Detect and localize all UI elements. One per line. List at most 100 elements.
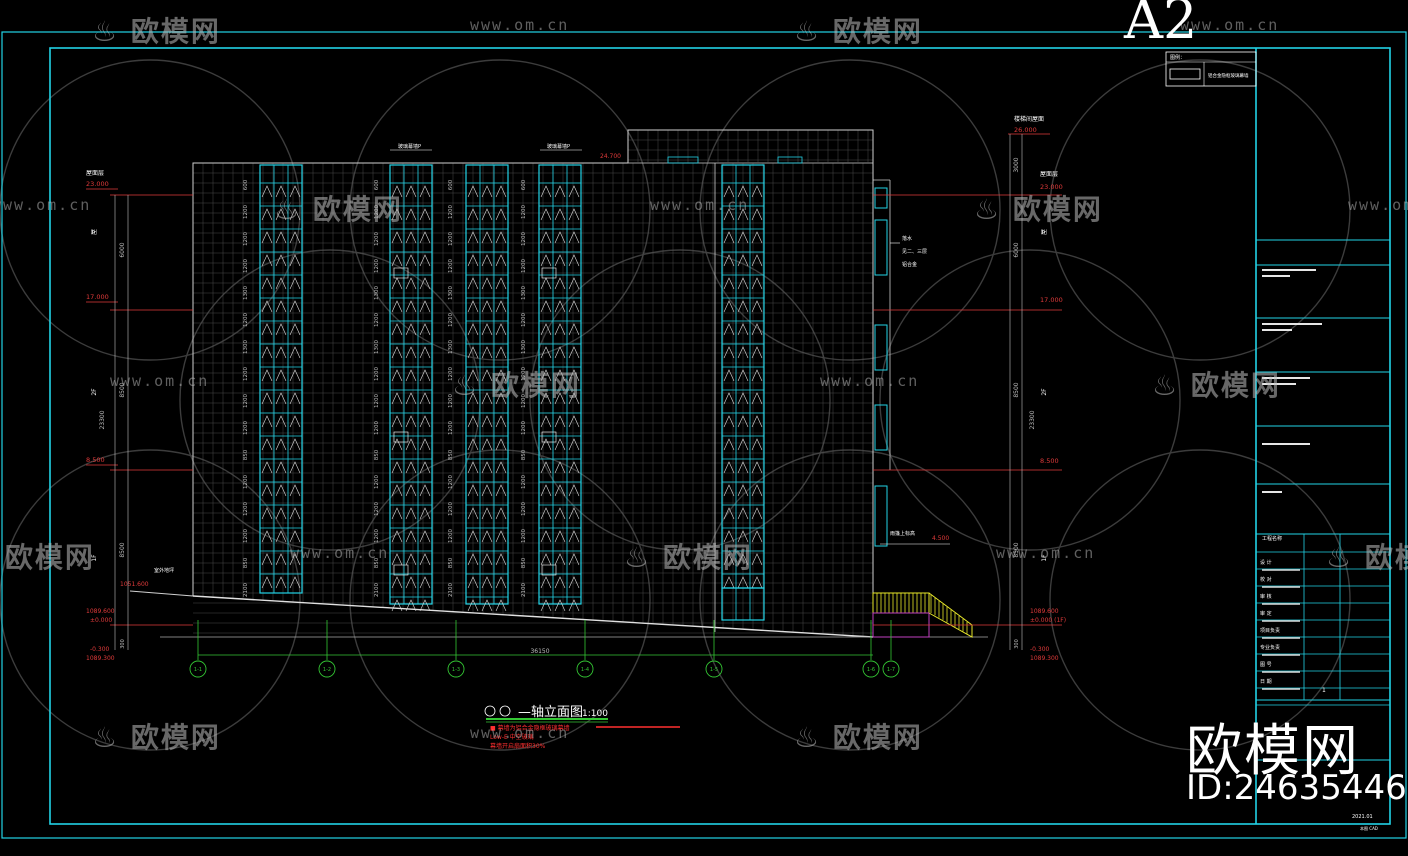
level-value-right: 17.000 bbox=[1040, 296, 1063, 304]
curtain-wall-panel bbox=[467, 254, 479, 267]
curtain-wall-panel bbox=[495, 530, 507, 543]
column-dim: 1200 bbox=[243, 367, 249, 381]
curtain-wall-panel bbox=[467, 208, 479, 221]
level-name-right: 屋面层 bbox=[1040, 171, 1058, 178]
curtain-wall-panel bbox=[289, 553, 301, 566]
curtain-wall-panel bbox=[289, 415, 301, 428]
watermark-circle bbox=[699, 449, 1001, 751]
column-dim: 1200 bbox=[374, 367, 380, 381]
curtain-wall-panel bbox=[261, 185, 273, 198]
curtain-wall-panel bbox=[391, 507, 403, 520]
watermark-circle bbox=[1049, 59, 1351, 361]
curtain-wall-panel bbox=[405, 530, 417, 543]
curtain-wall-panel bbox=[540, 392, 552, 405]
watermark-url: www.om.cn bbox=[650, 196, 750, 214]
curtain-wall-panel bbox=[737, 323, 749, 336]
curtain-wall-panel bbox=[405, 507, 417, 520]
column-dim: 600 bbox=[374, 179, 380, 190]
curtain-wall-panel bbox=[289, 530, 301, 543]
curtain-wall-panel bbox=[275, 553, 287, 566]
curtain-wall-panel bbox=[275, 277, 287, 290]
side-window bbox=[874, 404, 888, 451]
curtain-wall-panel bbox=[289, 507, 301, 520]
level-value-left: 1051.600 bbox=[120, 581, 149, 588]
curtain-wall-panel bbox=[751, 553, 763, 566]
column-dim: 1200 bbox=[521, 502, 527, 516]
column-dim: 1200 bbox=[521, 232, 527, 246]
column-dim: 1200 bbox=[243, 313, 249, 327]
curtain-wall-panel bbox=[568, 254, 580, 267]
curtain-wall-panel bbox=[481, 415, 493, 428]
drawing-title: —轴立面图 bbox=[518, 705, 583, 720]
legend-box bbox=[1165, 51, 1257, 87]
curtain-wall-panel bbox=[723, 254, 735, 267]
curtain-wall-panel bbox=[554, 254, 566, 267]
level-value-right: -0.300 bbox=[1030, 646, 1050, 653]
side-window bbox=[874, 187, 888, 209]
side-window bbox=[874, 485, 888, 547]
curtain-wall-panel bbox=[481, 254, 493, 267]
floor-dim-right: 6000 bbox=[1013, 242, 1020, 257]
curtain-wall-panel bbox=[540, 415, 552, 428]
title-block-row-label: 审 核 bbox=[1260, 593, 1272, 600]
curtain-wall-panel bbox=[723, 576, 735, 589]
curtain-wall-strip bbox=[259, 164, 303, 594]
curtain-wall-panel bbox=[751, 300, 763, 313]
curtain-wall-strip bbox=[389, 164, 433, 605]
curtain-wall-panel bbox=[419, 346, 431, 359]
curtain-wall-panel bbox=[540, 369, 552, 382]
curtain-wall-panel bbox=[568, 185, 580, 198]
axis-label: 1-5 bbox=[710, 667, 718, 673]
curtain-wall-panel bbox=[419, 507, 431, 520]
curtain-wall-panel bbox=[289, 392, 301, 405]
watermark-brand-large: 欧模网 bbox=[1186, 719, 1360, 784]
curtain-wall-panel bbox=[568, 507, 580, 520]
watermark-brand: ♨ 欧模网 bbox=[1326, 541, 1408, 574]
curtain-wall-panel bbox=[275, 254, 287, 267]
curtain-wall-panel bbox=[481, 599, 493, 612]
curtain-wall-panel bbox=[391, 346, 403, 359]
column-dim: 1200 bbox=[448, 421, 454, 435]
watermark-circle bbox=[699, 59, 1001, 361]
curtain-wall-panel bbox=[289, 576, 301, 589]
drawing-note: 幕墙开启扇面积30% bbox=[490, 742, 546, 750]
stair-roof-label: 楼梯间屋面 bbox=[1014, 115, 1044, 123]
column-dim: 1200 bbox=[448, 475, 454, 489]
curtain-wall-panel bbox=[481, 392, 493, 405]
curtain-wall-panel bbox=[481, 185, 493, 198]
curtain-wall-panel bbox=[261, 254, 273, 267]
curtain-wall-panel bbox=[289, 208, 301, 221]
curtain-wall-panel bbox=[419, 415, 431, 428]
floor-dim-right: 8500 bbox=[1013, 382, 1020, 397]
curtain-wall-panel bbox=[481, 507, 493, 520]
curtain-wall-panel bbox=[275, 231, 287, 244]
curtain-wall-panel bbox=[405, 300, 417, 313]
curtain-wall-panel bbox=[751, 530, 763, 543]
ground-line bbox=[192, 595, 874, 638]
curtain-wall-panel bbox=[737, 231, 749, 244]
curtain-wall-panel bbox=[554, 438, 566, 451]
curtain-wall-panel bbox=[568, 369, 580, 382]
title-block-row-label: 专业负责 bbox=[1260, 644, 1280, 651]
curtain-wall-panel bbox=[737, 208, 749, 221]
curtain-wall-panel bbox=[391, 415, 403, 428]
column-dim: 1200 bbox=[243, 205, 249, 219]
curtain-wall-panel bbox=[495, 346, 507, 359]
column-dim: 1200 bbox=[243, 475, 249, 489]
curtain-wall-panel bbox=[405, 254, 417, 267]
watermark-url: www.om.cn bbox=[820, 372, 920, 390]
curtain-wall-panel bbox=[467, 438, 479, 451]
column-dim: 1300 bbox=[374, 340, 380, 354]
level-value-left: 17.000 bbox=[86, 293, 109, 301]
curtain-wall-panel bbox=[751, 507, 763, 520]
curtain-wall-panel bbox=[419, 231, 431, 244]
curtain-wall-panel bbox=[568, 300, 580, 313]
curtain-wall-panel bbox=[495, 553, 507, 566]
curtain-wall-panel bbox=[275, 323, 287, 336]
legend-label: 图例： bbox=[1170, 54, 1185, 61]
curtain-wall-panel bbox=[405, 415, 417, 428]
curtain-wall-panel bbox=[419, 553, 431, 566]
axis-bubble bbox=[189, 660, 207, 678]
column-dim: 2100 bbox=[243, 583, 249, 597]
column-dim: 1200 bbox=[448, 232, 454, 246]
